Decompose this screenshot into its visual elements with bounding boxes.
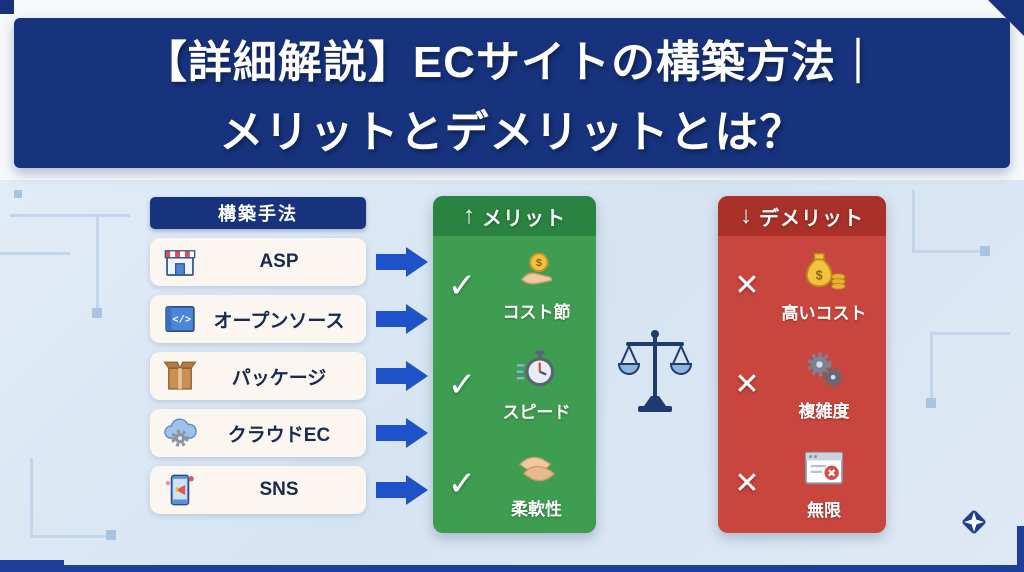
demerit-label: 高いコスト [781,303,867,323]
demerit-panel: ↓ デメリット ✕ $ 高いコスト ✕ [718,196,886,533]
circuit-node [106,530,116,540]
money-bag-icon: $ [801,248,847,297]
circuit-trace [30,458,33,538]
circuit-trace [10,214,130,217]
cross-icon: ✕ [734,367,760,401]
demerit-label: 無限 [807,500,841,520]
method-row-sns: SNS [150,466,366,514]
demerit-label: 複雑度 [798,401,850,421]
method-label: オープンソース [213,310,345,332]
circuit-trace [912,190,915,252]
brand-logo [958,506,990,538]
blueprint-code-icon: </> [158,297,202,341]
demerit-title-text: デメリット [759,207,864,230]
merit-item-flexibility: ✓ 柔軟性 [433,434,596,533]
flow-arrow [376,247,428,277]
corner-accent [0,0,14,14]
svg-text:$: $ [816,268,823,282]
storefront-icon [158,240,202,284]
method-label: ASP [259,251,299,272]
circuit-trace [912,250,984,253]
demerit-item-cost: ✕ $ 高いコスト [718,236,886,335]
frame-accent [0,560,64,572]
cross-icon: ✕ [734,268,760,302]
methods-header: 構築手法 [150,197,366,229]
method-label: パッケージ [231,367,327,389]
flexible-hands-icon [514,448,560,493]
method-label: SNS [259,479,299,500]
circuit-node [980,246,990,256]
method-label: クラウドEC [227,424,331,446]
circuit-trace [930,332,1010,335]
flow-arrow [376,304,428,334]
cross-icon: ✕ [734,466,760,500]
flow-arrow [376,418,428,448]
circuit-trace [0,252,70,255]
demerit-panel-title: ↓ デメリット [718,196,886,236]
up-arrow-icon: ↑ [463,202,476,229]
svg-text:$: $ [535,257,541,269]
circuit-trace [930,332,933,402]
method-row-package: パッケージ [150,352,366,400]
title-line-2: メリットとデメリットとは？ [219,108,805,157]
circuit-node [14,190,22,198]
check-icon: ✓ [447,464,477,503]
circuit-node [92,308,102,318]
circuit-trace [96,214,99,310]
merit-label: スピード [502,402,571,422]
package-box-icon [158,354,202,398]
down-arrow-icon: ↓ [740,202,753,229]
svg-text:</>: </> [172,314,191,326]
circuit-node [926,398,936,408]
check-icon: ✓ [447,365,477,404]
stopwatch-icon [515,347,559,396]
flow-arrow [376,475,428,505]
merit-label: 柔軟性 [511,499,562,519]
method-row-opensource: </> オープンソース [150,295,366,343]
demerit-item-complexity: ✕ 複雑度 [718,335,886,434]
check-icon: ✓ [447,266,477,305]
circuit-trace [30,535,112,538]
flow-arrow [376,361,428,391]
browser-error-icon [801,447,847,494]
merit-item-speed: ✓ スピード [433,335,596,434]
coin-hand-icon: $ [514,249,560,296]
title-banner: 【詳細解説】ECサイトの構築方法｜ メリットとデメリットとは？ [14,18,1010,168]
merit-panel: ↑ メリット ✓ $ コスト節 ✓ [433,196,596,533]
merit-title-text: メリット [482,207,566,230]
method-row-cloudec: クラウドEC [150,409,366,457]
merit-label: コスト節 [502,302,571,322]
merit-panel-title: ↑ メリット [433,196,596,236]
frame-accent [1017,526,1024,572]
balance-scale-icon [616,322,694,418]
gears-icon [802,348,846,395]
phone-megaphone-icon [158,468,202,512]
demerit-item-limits: ✕ 無限 [718,434,886,533]
title-line-1: 【詳細解説】ECサイトの構築方法｜ [142,38,882,87]
merit-item-cost: ✓ $ コスト節 [433,236,596,335]
bottom-frame-bar [0,565,1024,572]
method-row-asp: ASP [150,238,366,286]
cloud-gear-icon [158,411,202,455]
